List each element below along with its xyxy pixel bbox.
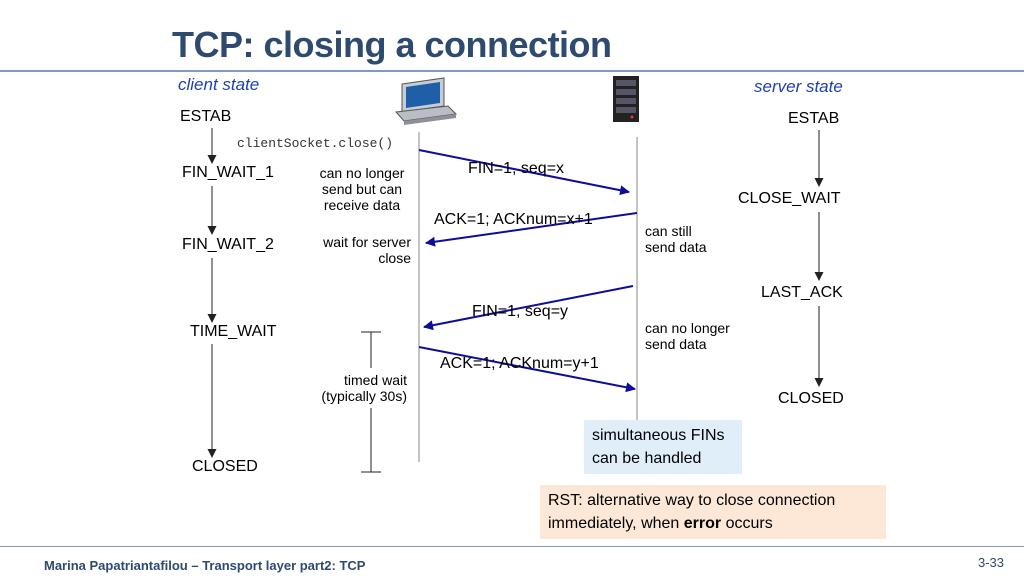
footer-rule: [0, 546, 1024, 547]
msg-ack-y: ACK=1; ACKnum=y+1: [440, 355, 599, 372]
page-number: 3-33: [977, 555, 1004, 570]
client-state-fin-wait-1: FIN_WAIT_1: [182, 164, 274, 181]
server-state-close-wait: CLOSE_WAIT: [738, 190, 841, 207]
rst-text: RST: alternative way to close connection…: [548, 492, 836, 532]
note-timed-wait: timed wait (typically 30s): [321, 372, 407, 404]
server-state-closed: CLOSED: [778, 390, 844, 407]
note-cannot-send-client: can no longer send but can receive data: [319, 165, 405, 213]
ack-y-arrow: [418, 346, 636, 393]
server-state-last-ack: LAST_ACK: [761, 284, 843, 301]
note-wait-server: wait for server close: [323, 234, 411, 266]
msg-fin-x: FIN=1, seq=x: [468, 160, 565, 177]
rst-box: RST: alternative way to close connection…: [540, 485, 886, 539]
server-state-header: server state: [754, 77, 843, 96]
fin-y-arrow: [423, 285, 634, 331]
server-state-estab: ESTAB: [788, 110, 840, 127]
note-cannot-send-server: can no longer send data: [645, 320, 730, 352]
simultaneous-fins-box: simultaneous FINs can be handled: [584, 420, 742, 474]
title-rule: [0, 70, 1024, 72]
client-state-closed: CLOSED: [192, 458, 258, 475]
close-call-label: clientSocket.close(): [237, 136, 394, 151]
client-computer-icon: [394, 77, 458, 125]
client-state-header: client state: [178, 75, 260, 94]
timed-wait-bracket: [361, 331, 381, 473]
footer-author: Marina Papatriantafilou – Transport laye…: [44, 558, 366, 573]
rst-bold-error: error: [683, 515, 722, 532]
rst-text-end: occurs: [721, 515, 773, 532]
note-can-still-send: can still send data: [645, 223, 707, 255]
slide-title: TCP: closing a connection: [172, 24, 612, 65]
fin-x-arrow: [418, 149, 630, 196]
client-state-time-wait: TIME_WAIT: [190, 323, 277, 340]
msg-ack-x: ACK=1; ACKnum=x+1: [434, 211, 593, 228]
client-state-fin-wait-2: FIN_WAIT_2: [182, 236, 274, 253]
client-state-estab: ESTAB: [180, 108, 232, 125]
server-tower-icon: [613, 76, 639, 122]
msg-fin-y: FIN=1, seq=y: [472, 303, 569, 320]
ack-x-arrow: [425, 212, 638, 247]
